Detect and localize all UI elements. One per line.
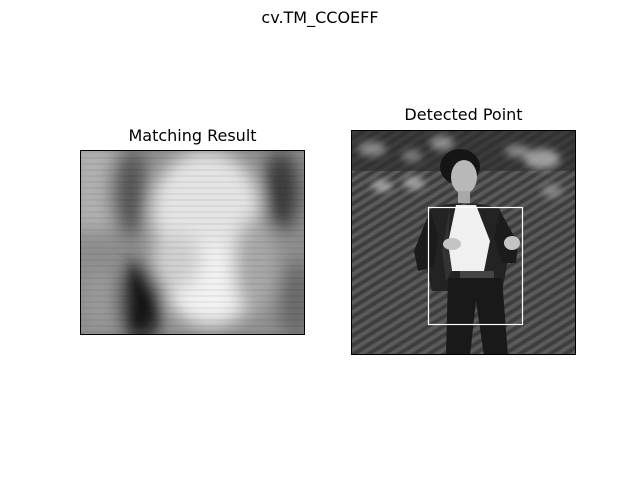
figure-suptitle: cv.TM_CCOEFF bbox=[261, 8, 379, 27]
matching-result-title: Matching Result bbox=[128, 126, 257, 145]
detection-box bbox=[427, 206, 524, 326]
person-figure bbox=[414, 149, 520, 354]
detected-point-title: Detected Point bbox=[404, 105, 523, 124]
detected-point-photo bbox=[352, 131, 575, 354]
detected-point-axes bbox=[351, 130, 576, 355]
matching-result-axes bbox=[80, 150, 305, 335]
matching-result-heatmap bbox=[81, 151, 304, 334]
